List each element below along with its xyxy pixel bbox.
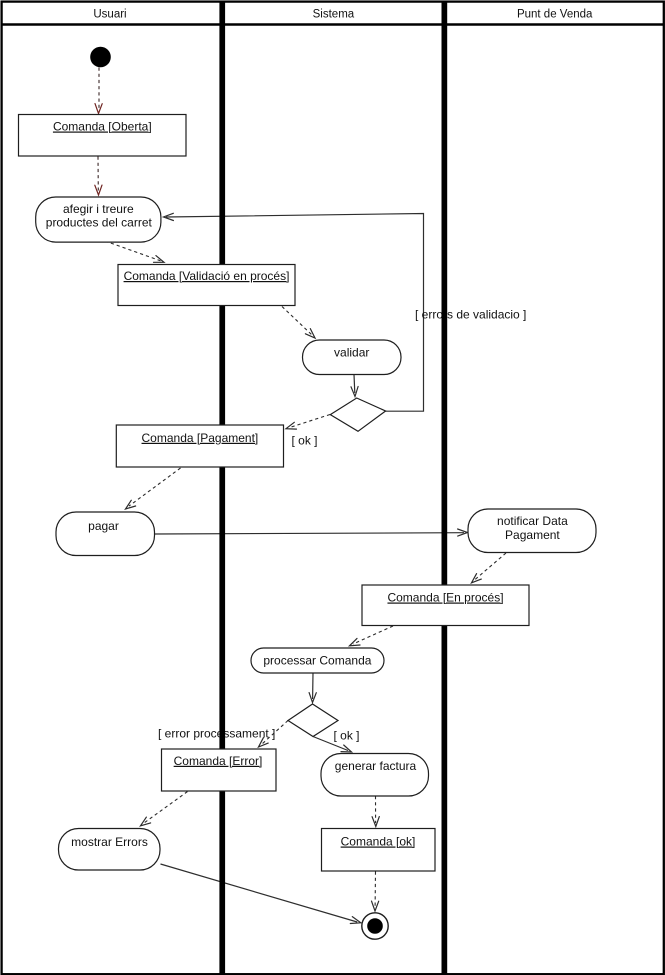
svg-text:Pagament: Pagament bbox=[505, 528, 560, 542]
svg-text:Sistema: Sistema bbox=[313, 9, 355, 21]
svg-text:productes del carret: productes del carret bbox=[46, 216, 153, 230]
svg-text:[ ok ]: [ ok ] bbox=[334, 729, 360, 743]
svg-text:Comanda [Error]: Comanda [Error] bbox=[174, 754, 263, 768]
svg-text:Comanda [Oberta]: Comanda [Oberta] bbox=[53, 120, 152, 134]
svg-text:[ error processament ]: [ error processament ] bbox=[158, 727, 275, 741]
svg-text:Punt de Venda: Punt de Venda bbox=[517, 9, 593, 21]
svg-text:Usuari: Usuari bbox=[93, 9, 126, 21]
svg-text:notificar Data: notificar Data bbox=[497, 514, 568, 528]
svg-text:Comanda [ok]: Comanda [ok] bbox=[341, 835, 416, 849]
svg-text:validar: validar bbox=[334, 346, 369, 360]
svg-text:Comanda [Pagament]: Comanda [Pagament] bbox=[142, 431, 259, 445]
svg-text:Comanda [En procés]: Comanda [En procés] bbox=[387, 591, 503, 605]
svg-text:[ errors de validacio ]: [ errors de validacio ] bbox=[415, 308, 526, 322]
svg-text:afegir i treure: afegir i treure bbox=[63, 202, 134, 216]
svg-text:mostrar Errors: mostrar Errors bbox=[71, 835, 148, 849]
svg-text:processar Comanda: processar Comanda bbox=[263, 654, 371, 668]
svg-text:pagar: pagar bbox=[88, 519, 119, 533]
svg-text:[ ok ]: [ ok ] bbox=[292, 434, 318, 448]
svg-text:Comanda [Validació en procés]: Comanda [Validació en procés] bbox=[124, 269, 290, 283]
svg-text:generar factura: generar factura bbox=[335, 759, 417, 773]
